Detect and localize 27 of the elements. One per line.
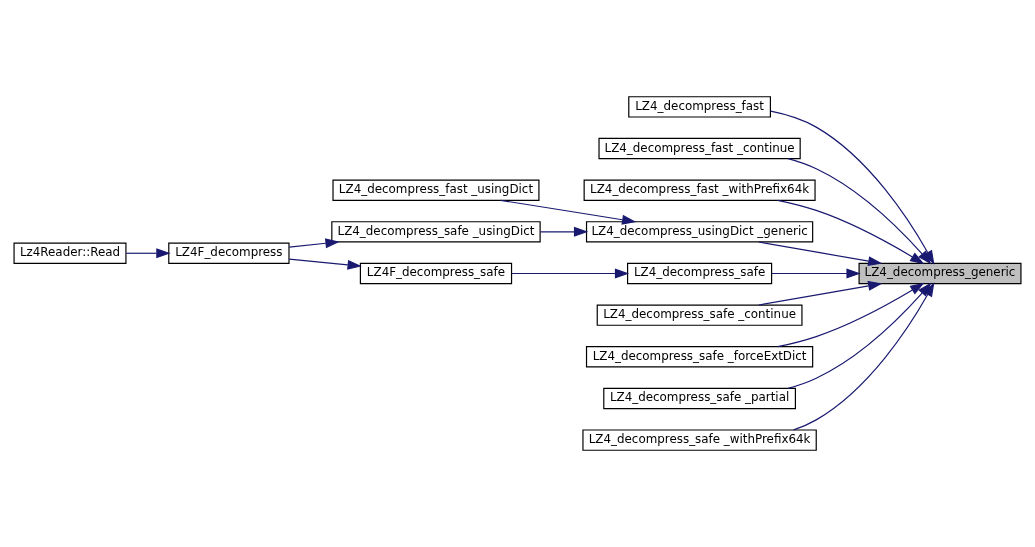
node-box: LZ4_decompress_safe bbox=[627, 262, 773, 285]
node-box: LZ4_decompress_fast _continue bbox=[598, 137, 801, 160]
arrow bbox=[771, 268, 861, 279]
node-box: LZ4_decompress_fast bbox=[628, 96, 771, 118]
node-box: LZ4_decompress_safe _usingDict bbox=[331, 221, 541, 243]
node-box: LZ4_decompress_usingDict _generic bbox=[585, 221, 814, 243]
arrow bbox=[511, 268, 630, 279]
arrow bbox=[758, 280, 883, 306]
node-box: LZ4_decompress_generic bbox=[858, 262, 1022, 285]
node-box: LZ4_decompress_safe _partial bbox=[603, 387, 796, 410]
arrow bbox=[539, 226, 589, 237]
arrow bbox=[125, 248, 171, 259]
arrow bbox=[787, 158, 932, 265]
node-box: LZ4_decompress_safe _withPrefix64k bbox=[582, 429, 817, 451]
arrow bbox=[758, 241, 883, 267]
node-box: Lz4Reader::Read bbox=[13, 242, 127, 264]
arrow bbox=[288, 238, 340, 249]
arrow bbox=[288, 258, 362, 270]
arrow bbox=[777, 282, 925, 348]
node-box: LZ4_decompress_safe _continue bbox=[596, 304, 803, 326]
node-box: LZ4F_decompress bbox=[168, 242, 290, 264]
node-box: LZ4F_decompress_safe bbox=[359, 262, 513, 285]
arrow bbox=[500, 199, 637, 225]
arrow bbox=[777, 199, 925, 265]
node-box: LZ4_decompress_fast _withPrefix64k bbox=[583, 179, 816, 201]
node-box: LZ4_decompress_fast _usingDict bbox=[332, 179, 540, 201]
node-box: LZ4_decompress_safe _forceExtDict bbox=[585, 346, 814, 368]
